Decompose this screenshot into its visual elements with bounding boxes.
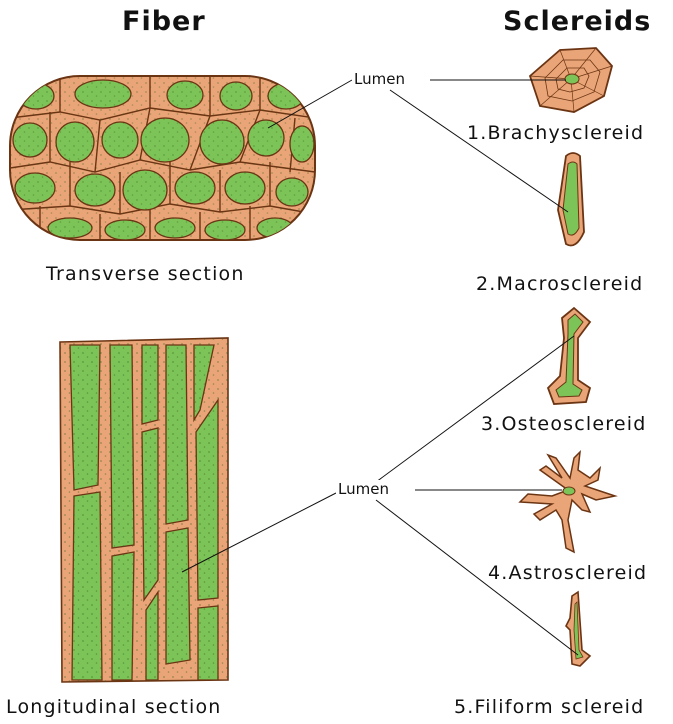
longitudinal-section-label: Longitudinal section: [6, 696, 222, 718]
macrosclereid-label: 2.Macrosclereid: [476, 273, 643, 295]
osteosclereid-label: 3.Osteosclereid: [481, 413, 646, 435]
lumen-label-top: Lumen: [352, 70, 407, 88]
lumen-label-bottom: Lumen: [336, 480, 391, 498]
transverse-section: [10, 76, 315, 240]
astrosclereid-shape: [520, 452, 615, 552]
filiform-sclereid-label: 5.Filiform sclereid: [454, 696, 644, 718]
brachysclereid-label: 1.Brachysclereid: [467, 122, 644, 144]
astrosclereid-label: 4.Astrosclereid: [488, 562, 647, 584]
transverse-section-label: Transverse section: [46, 263, 245, 285]
longitudinal-section: [60, 338, 230, 682]
macrosclereid-shape: [558, 153, 584, 246]
osteosclereid-shape: [548, 308, 590, 404]
